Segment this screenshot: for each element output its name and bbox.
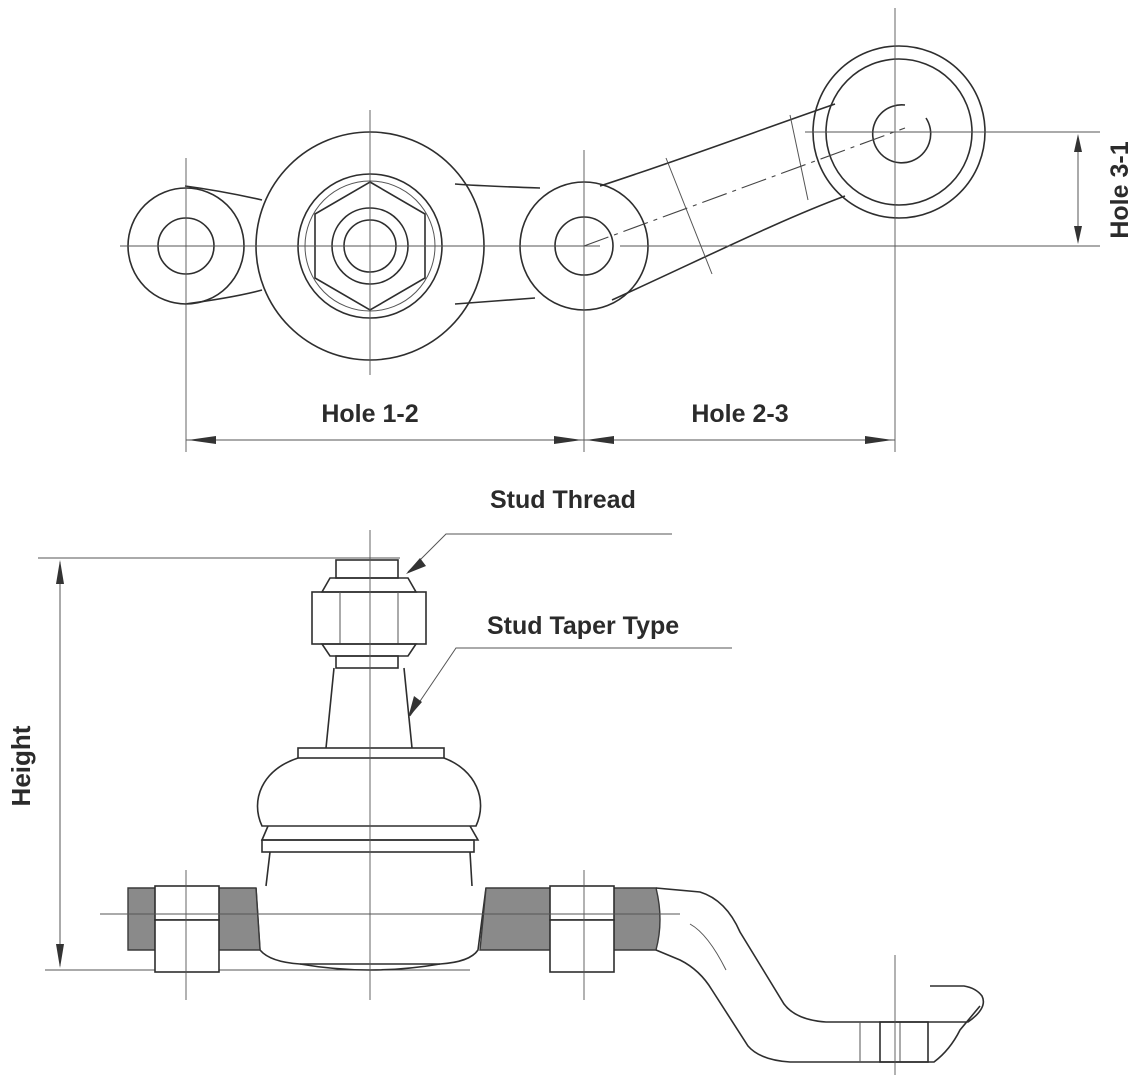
label-height: Height [6,725,36,806]
label-hole-3-1: Hole 3-1 [1106,141,1134,238]
side-view: Stud Thread Stud Taper Type Height [6,486,985,1075]
side-center-lines [100,530,896,1075]
leader-stud-taper-type [408,647,732,718]
stud-taper-shank [325,667,413,749]
offset-arm [655,887,985,1063]
top-view: Hole 1-2 Hole 2-3 Hole 3-1 [120,8,1134,452]
dimension-hole-3-1 [620,131,1100,247]
hole-3 [665,45,986,275]
dimension-hole-1-2-and-2-3 [186,436,895,444]
label-stud-taper-type: Stud Taper Type [487,612,679,640]
stud-thread-and-nut [311,559,427,669]
label-stud-thread: Stud Thread [490,486,636,514]
hole-3-boss-side [879,1021,929,1063]
label-hole-1-2: Hole 1-2 [321,400,418,428]
dimension-height [38,557,470,971]
leader-stud-thread [406,533,672,574]
ball-joint-housing [255,747,487,971]
mounting-flange [127,885,661,973]
label-hole-2-3: Hole 2-3 [691,400,788,428]
plate-outline [184,103,846,305]
